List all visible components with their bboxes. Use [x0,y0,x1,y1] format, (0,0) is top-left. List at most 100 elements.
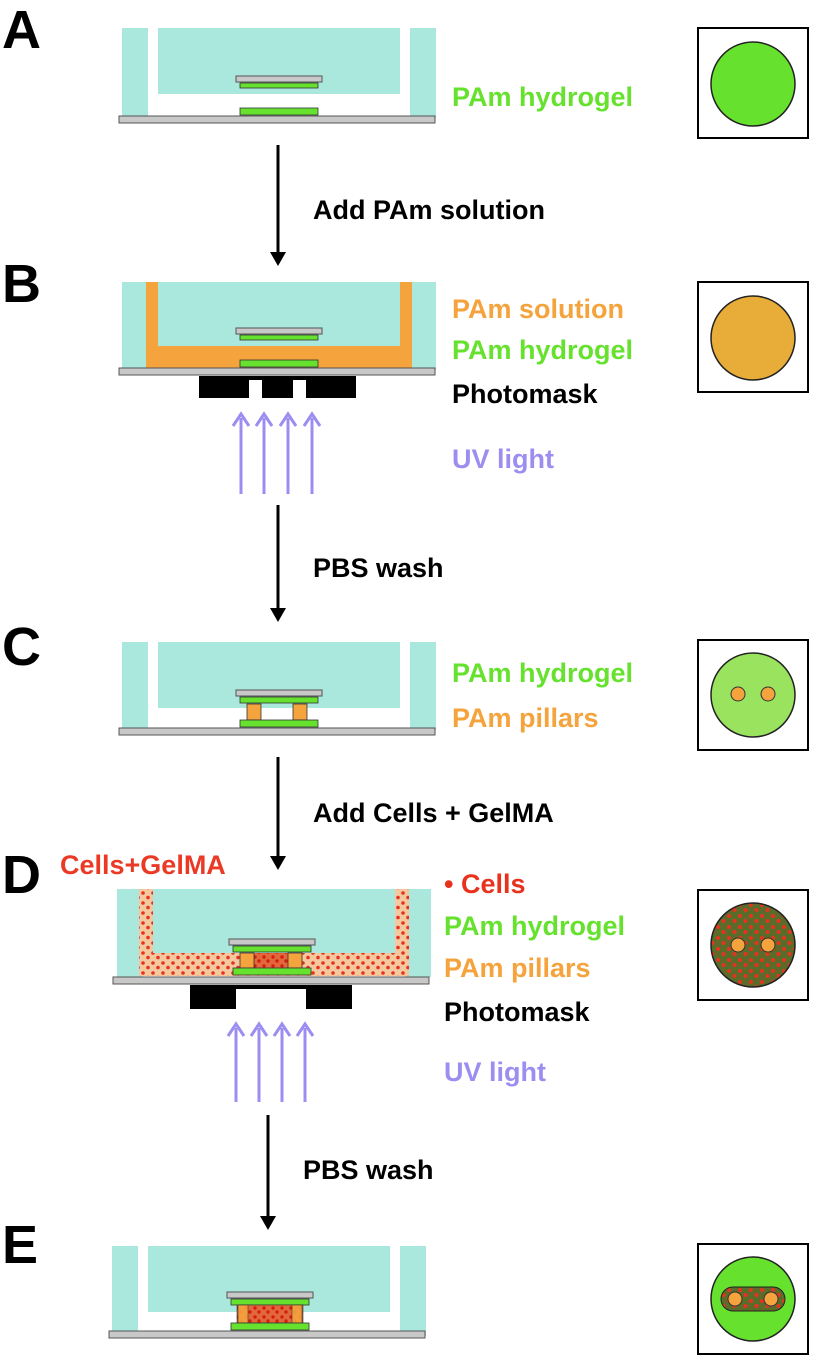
label-uv-light-d: UV light [444,1057,546,1087]
step-letter-d: D [2,845,41,905]
bottom-hydrogel [230,1322,310,1331]
arrow-head [270,856,286,870]
arrow-2: PBS wash [270,505,444,622]
pillar-dot-left [730,937,746,953]
uv-arrow-head [278,411,298,427]
arrow-head [270,252,286,266]
solution-disc [710,295,796,381]
pam-pillar-right [291,1304,303,1324]
bottom-hydrogel [232,967,312,976]
arrow-label-add-pam-solution: Add PAm solution [313,195,545,225]
pillar-dot-right [763,1291,779,1307]
label-pam-pillars-c: PAm pillars [452,703,599,733]
bottom-hydrogel [239,359,319,368]
uv-arrow-head [226,1021,246,1037]
arrow-head [270,608,286,622]
bottom-hydrogel [239,107,319,116]
chamber-wall-right [405,889,431,977]
uv-arrow-head [295,1021,315,1037]
chamber-wall-left [122,642,148,730]
arrow-label-add-cells-gelma: Add Cells + GelMA [313,798,554,828]
glass-slide [112,976,430,985]
photomask-opening-right [293,380,306,398]
step-c: C PAm hydrogel PAm pillars [2,617,809,751]
uv-light-arrows [226,1021,315,1102]
chamber-wall-right [400,1246,426,1336]
uv-arrow-head [231,411,251,427]
label-pam-hydrogel-c: PAm hydrogel [452,658,633,688]
chamber-wall-left [122,282,148,370]
hydrogel-disc [710,652,796,738]
device-cross-section-c [118,642,436,736]
label-cells-gelma: Cells+GelMA [60,850,226,880]
step-b: B P [2,254,809,494]
pam-pillar-right [292,703,308,721]
step-d: D Cells+GelMA [2,845,809,1102]
pillar-dot-left [727,1291,743,1307]
uv-arrow-head [254,411,274,427]
label-pam-pillars-d: PAm pillars [444,953,591,983]
device-cross-section-e [108,1246,426,1339]
top-view-c [697,639,809,751]
photomask-opening [236,989,306,1009]
arrow-3: Add Cells + GelMA [270,757,554,870]
arrow-label-pbs-wash-1: PBS wash [313,553,444,583]
pam-solution-fill [146,282,412,368]
cells-between-pillars [254,953,288,968]
uv-arrow-head [272,1021,292,1037]
uv-light-arrows [231,411,322,494]
chamber-wall-right [410,282,436,370]
pam-pillar-left [239,952,255,969]
top-view-a [697,27,809,139]
arrow-1: Add PAm solution [270,145,545,266]
photomask [190,985,352,1009]
step-letter-a: A [2,0,41,60]
cells-gelma-disc [710,902,796,988]
pillar-dot-right [760,937,776,953]
top-coverslip [226,1291,314,1299]
chamber-wall-left [122,28,148,118]
chamber-wall-left [117,889,143,977]
top-hydrogel [239,696,319,704]
arrow-label-pbs-wash-2: PBS wash [303,1155,434,1185]
pam-pillar-left [246,703,262,721]
device-cross-section-b [118,282,436,494]
photomask-body [199,376,356,398]
label-pam-hydrogel-b: PAm hydrogel [452,335,633,365]
label-photomask-d: Photomask [444,997,591,1027]
top-hydrogel [232,945,312,953]
step-e: E [2,1215,809,1355]
uv-arrow-head [249,1021,269,1037]
photomask-opening-left [249,380,262,398]
label-photomask-b: Photomask [452,379,599,409]
glass-slide [118,367,436,376]
top-hydrogel [239,82,319,89]
top-view-b [697,281,809,393]
bottom-hydrogel [239,719,319,728]
pillar-dot-right [760,686,776,702]
photomask [199,376,356,398]
top-hydrogel [230,1298,310,1306]
chamber-wall-left [112,1246,138,1336]
chamber-wall-right [410,642,436,730]
label-pam-hydrogel-a: PAm hydrogel [452,82,633,112]
label-cells: • Cells [444,869,526,899]
glass-slide [108,1330,426,1339]
hydrogel-disc [710,41,796,127]
top-hydrogel [239,334,319,341]
pam-pillar-left [237,1304,249,1324]
arrow-4: PBS wash [260,1115,434,1230]
top-coverslip [235,75,323,83]
device-cross-section-a [118,28,436,124]
step-a: A PAm hydrogel [2,0,809,139]
top-coverslip [235,327,323,335]
label-uv-light-b: UV light [452,444,554,474]
device-cross-section-d [112,889,431,1102]
pam-pillar-right [287,952,303,969]
label-pam-solution: PAm solution [452,294,624,324]
chamber-wall-right [410,28,436,118]
pillar-dot-left [730,686,746,702]
top-view-e [697,1243,809,1355]
top-view-d [697,889,809,1001]
